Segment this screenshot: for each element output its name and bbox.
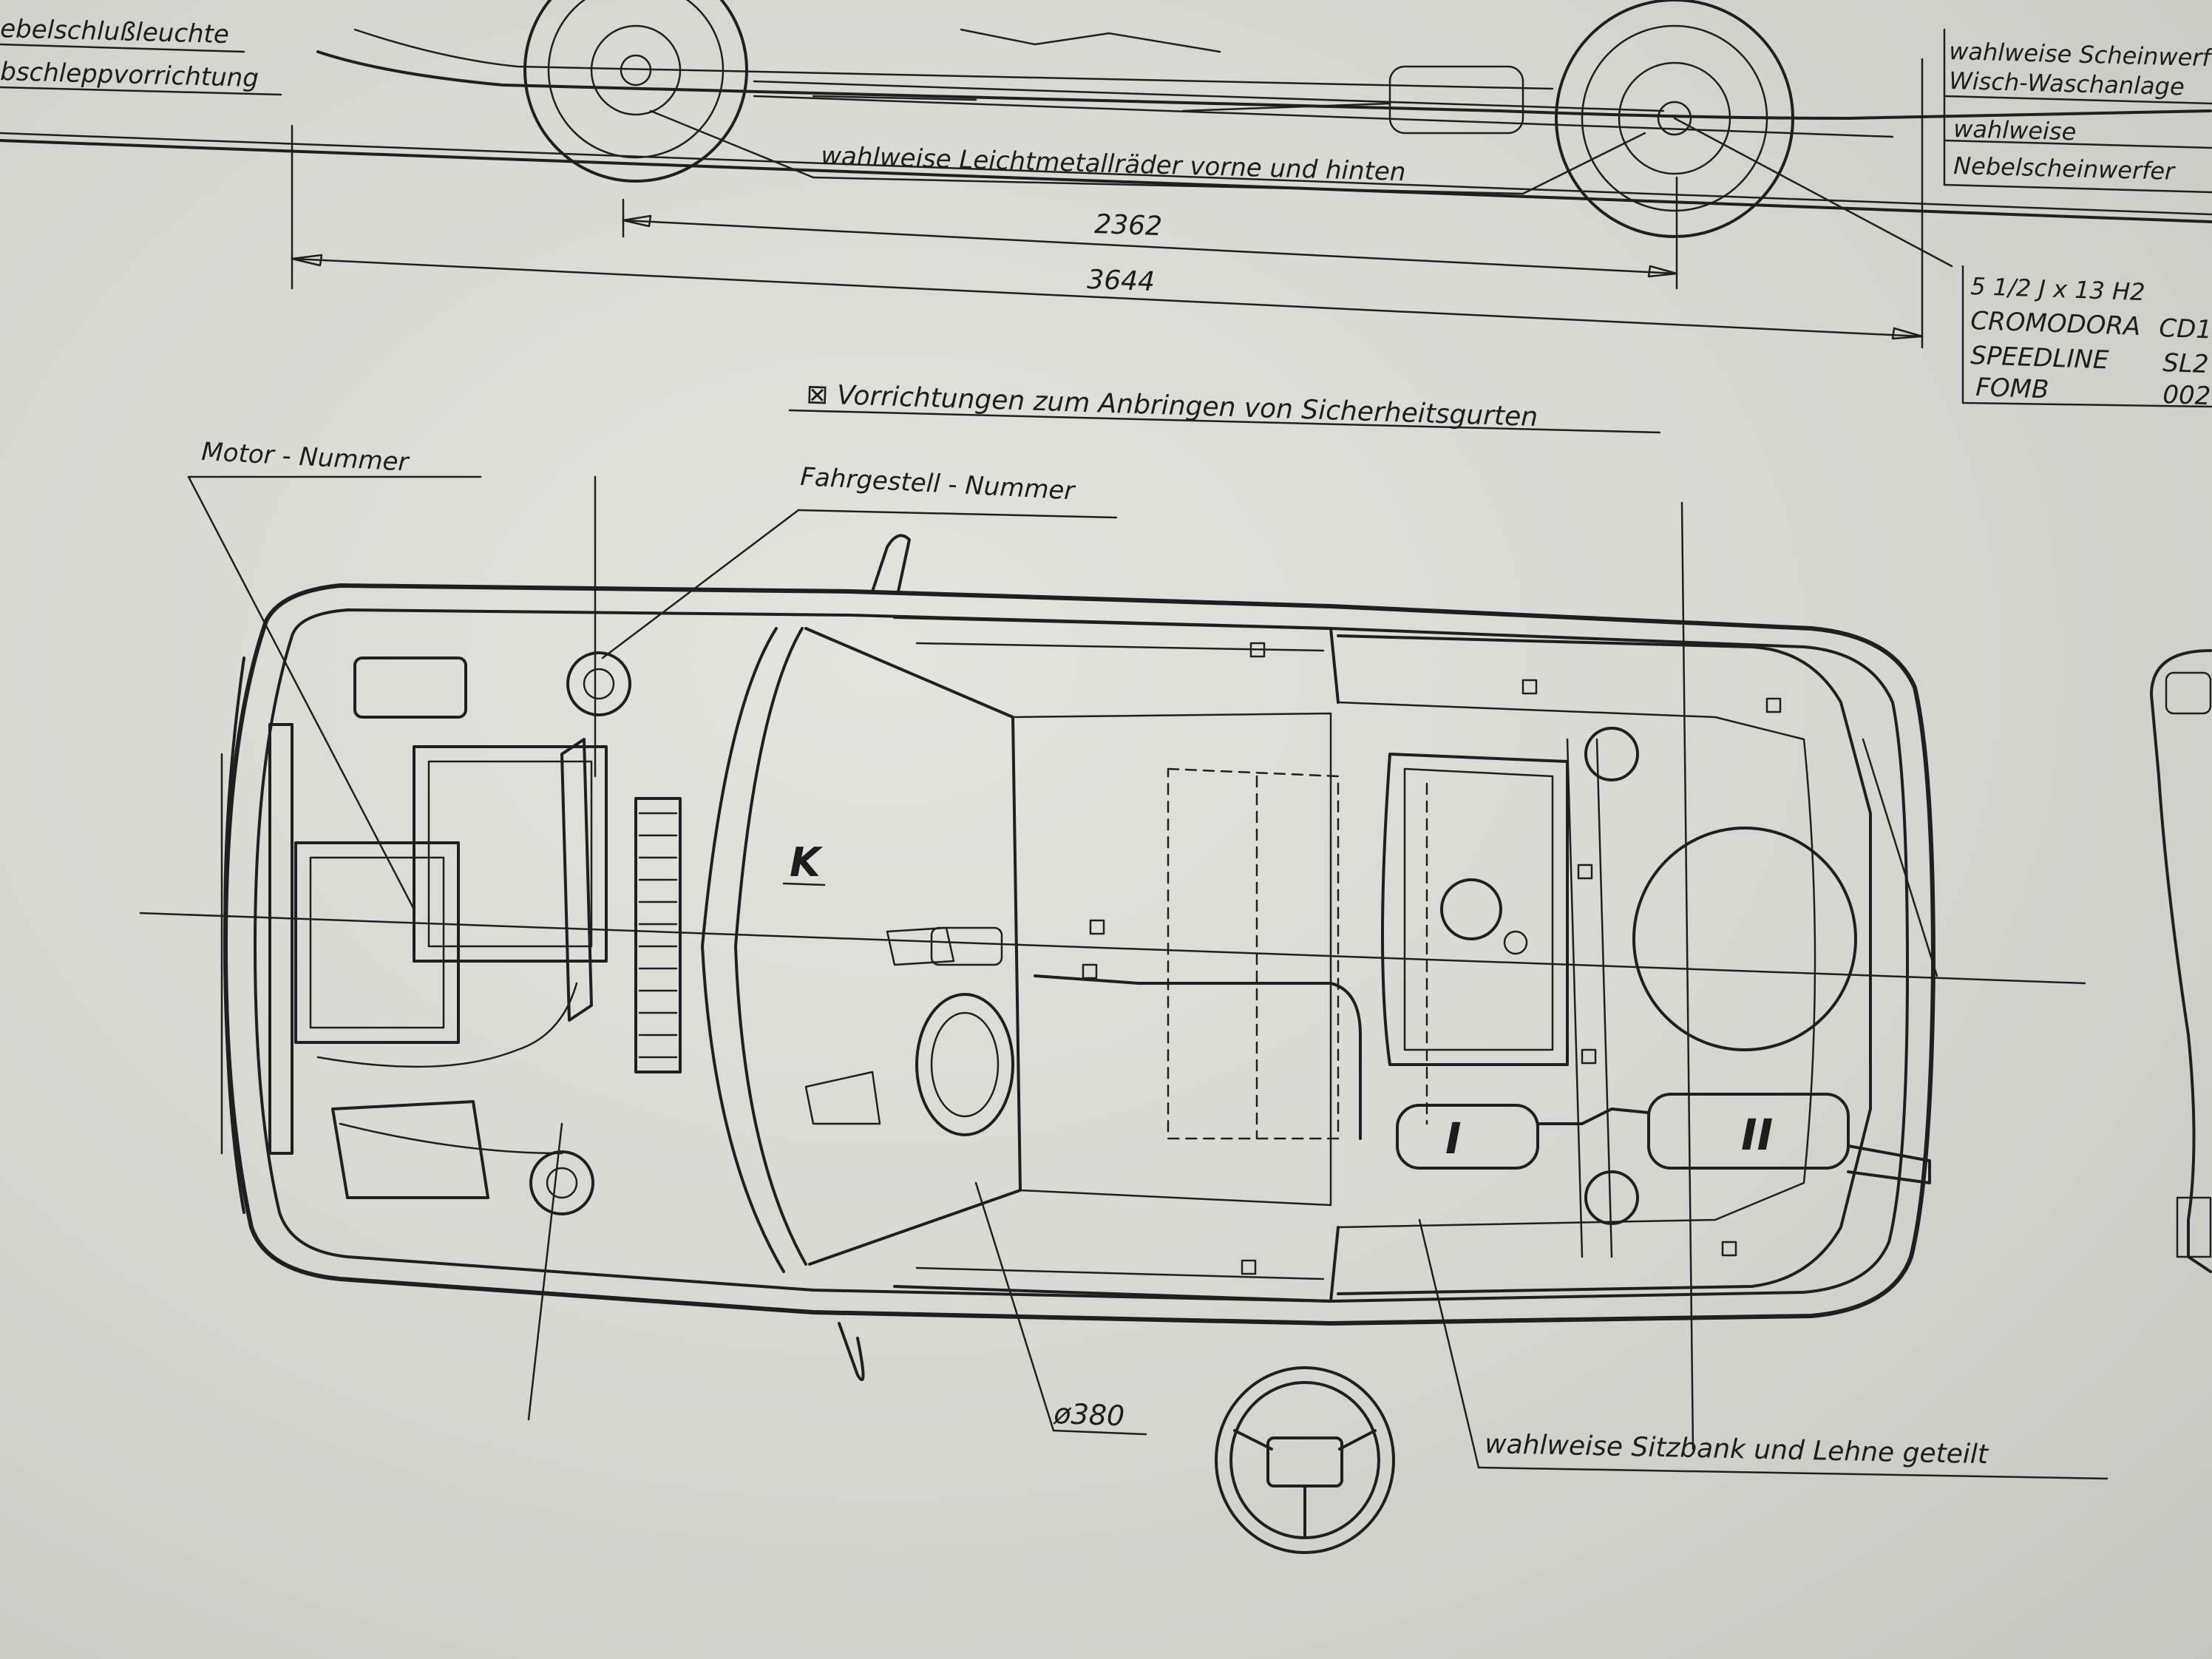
belt-mounts-underline <box>788 409 1661 434</box>
belt-mounts-label: ⊠ Vorrichtungen zum Anbringen von Sicher… <box>806 379 1538 432</box>
engine-number-label: Motor - Nummer <box>201 437 411 478</box>
fog-lamp-label: Nebelscheinwerfer <box>1953 152 2177 186</box>
side-view <box>0 0 2212 349</box>
wheel-maker-1: CROMODORA <box>1970 306 2141 342</box>
muffler-2-marker: II <box>1741 1110 1773 1160</box>
headlamp-wash-label: wahlweise Scheinwerf <box>1949 37 2212 72</box>
tow-label: bschleppvorrichtung <box>0 57 259 93</box>
right-edge-detail <box>2150 649 2212 1273</box>
belt-mount-marks <box>1082 642 1782 1275</box>
fog-lamp-opt-label: wahlweise <box>1953 115 2077 146</box>
wheelbase-dimension: 2362 <box>1094 209 1163 242</box>
wheel-maker-2: SPEEDLINE <box>1970 341 2110 376</box>
wheel-code-3: 002 <box>2162 380 2211 411</box>
steering-diameter-label: ø380 <box>1053 1397 1125 1432</box>
fog-light-label: ebelschlußleuchte <box>0 14 229 50</box>
wheel-code-2: SL2 <box>2162 348 2210 379</box>
chassis-number-label: Fahrgestell - Nummer <box>800 462 1077 506</box>
split-seat-label: wahlweise Sitzbank und Lehne geteilt <box>1485 1429 1989 1470</box>
steering-wheel-detail <box>1215 1366 1395 1554</box>
k-marker: K <box>790 839 824 886</box>
wheel-size-spec: 5 1/2 J x 13 H2 <box>1970 272 2145 306</box>
plan-view <box>139 475 2108 1480</box>
muffler-1-marker: I <box>1445 1113 1462 1164</box>
wheel-spec-table: 5 1/2 J x 13 H2 CROMODORA CD1 SPEEDLINE … <box>1961 265 2212 411</box>
wash-system-label: Wisch-Waschanlage <box>1949 67 2185 101</box>
wheel-code-1: CD1 <box>2159 313 2212 345</box>
length-dimension: 3644 <box>1087 265 1156 297</box>
wheel-maker-3: FOMB <box>1975 373 2049 404</box>
